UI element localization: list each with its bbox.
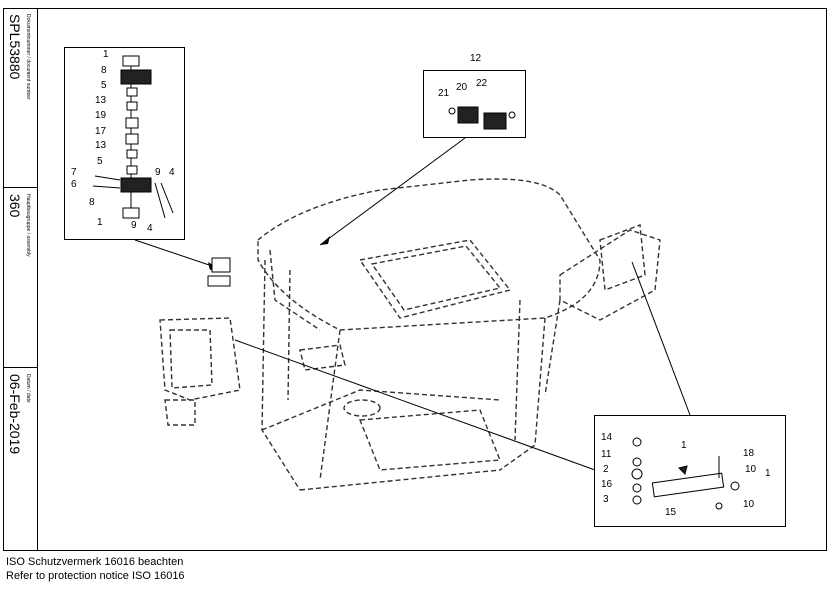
- callout: 19: [95, 110, 107, 121]
- callout: 1: [103, 49, 109, 60]
- callout: 18: [743, 448, 755, 459]
- callout: 14: [601, 432, 613, 443]
- callout: 17: [95, 126, 107, 137]
- callout: 5: [101, 80, 107, 91]
- assembly-cell: Hauptbaugruppe / assembly 360: [3, 188, 38, 368]
- callout-group: 12: [470, 53, 482, 64]
- callout: 20: [456, 82, 468, 93]
- detail-cylinder-assembly: 14 11 2 16 3 15 1 18 10 1 10: [594, 415, 786, 527]
- callout: 13: [95, 95, 107, 106]
- iso-notice-english: Refer to protection notice ISO 16016: [6, 570, 185, 582]
- callout: 7: [71, 167, 77, 178]
- cab-floor: [358, 409, 502, 471]
- callout: 1: [765, 468, 771, 479]
- callout: 9: [131, 220, 137, 231]
- iso-notice-german: ISO Schutzvermerk 16016 beachten: [6, 556, 184, 568]
- callout: 9: [155, 167, 161, 178]
- callout: 8: [89, 197, 95, 208]
- title-block-strip: Dokumentnummer / document number SPL5388…: [3, 8, 38, 551]
- callout: 4: [169, 167, 175, 178]
- left-fender: [159, 317, 241, 401]
- roof-hatch: [358, 239, 512, 319]
- callout: 16: [601, 479, 613, 490]
- detail-switch-assembly: 1 8 5 13 19 17 13 5 7 6 8 1 9 4 9 4: [64, 47, 185, 240]
- drawing-frame: [3, 8, 827, 551]
- callout: 22: [476, 78, 488, 89]
- callout: 5: [97, 156, 103, 167]
- callout: 4: [147, 223, 153, 234]
- callout: 10: [743, 499, 755, 510]
- detail-connector-set: 21 20 22: [423, 70, 526, 138]
- callout: 1: [97, 217, 103, 228]
- callout: 15: [665, 507, 677, 518]
- callout: 10: [745, 464, 757, 475]
- callout: 13: [95, 140, 107, 151]
- document-number-cell: Dokumentnummer / document number SPL5388…: [3, 8, 38, 188]
- callout: 6: [71, 179, 77, 190]
- callout: 8: [101, 65, 107, 76]
- callout: 2: [603, 464, 609, 475]
- callout: 21: [438, 88, 450, 99]
- callout: 3: [603, 494, 609, 505]
- cab-roof: [257, 178, 601, 331]
- callout: 1: [681, 440, 687, 451]
- callout: 11: [601, 449, 612, 460]
